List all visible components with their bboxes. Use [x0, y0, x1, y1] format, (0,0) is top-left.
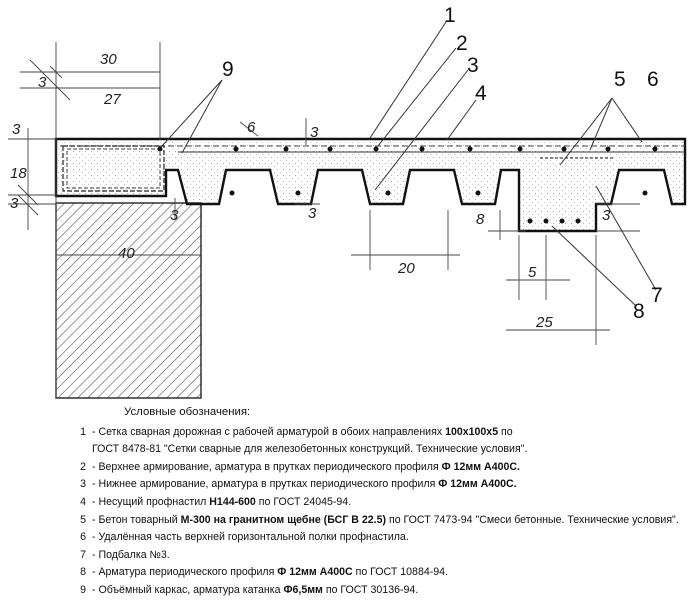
legend-item-number: 1 [80, 425, 86, 438]
legend-item-text: по ГОСТ 10884-94. [352, 566, 448, 579]
legend-item-text: по ГОСТ 7473-94 "Смеси бетонные. Техниче… [386, 513, 679, 526]
dim-18: 18 [10, 165, 27, 182]
legend-item-text: 100х100х5 [445, 425, 499, 438]
callout-8: 8 [633, 300, 645, 323]
legend-item-number: 9 [80, 583, 86, 596]
legend-item-number: 5 [80, 513, 86, 526]
legend-items: 1 - Сетка сварная дорожная с рабочей арма… [60, 424, 690, 600]
legend-item-text: - Подбалка №3. [92, 548, 170, 561]
legend-item-text: - Сетка сварная дорожная с рабочей армат… [92, 425, 446, 438]
callout-5: 5 [614, 68, 626, 91]
dim-5: 5 [528, 264, 537, 281]
callout-6: 6 [647, 68, 659, 91]
dim-25: 25 [535, 314, 553, 331]
support-wall [55, 202, 202, 399]
bottom-rebar [229, 190, 648, 224]
dim-3-mesh: 3 [310, 124, 319, 141]
dim-3-beam: 3 [602, 207, 611, 224]
dim-30: 30 [100, 51, 117, 68]
legend-item-text: Н144-600 [209, 495, 256, 508]
legend-item-text: по ГОСТ 24045-94. [255, 495, 352, 508]
legend-item-text: по ГОСТ 30136-94. [322, 583, 419, 596]
legend: Условные обозначения: 1 - Сетка сварная д… [60, 404, 690, 600]
dim-3-slab: 3 [12, 121, 21, 138]
legend-item: 4 - Несущий профнастил Н144-600 по ГОСТ 2… [60, 494, 690, 512]
legend-item-text: - Арматура периодического профиля [92, 566, 278, 579]
legend-item-number: 6 [80, 531, 86, 544]
callout-9: 9 [222, 58, 234, 81]
legend-item-text: - Несущий профнастил [92, 495, 210, 508]
legend-item-text: - Бетон товарный [92, 513, 181, 526]
dim-40: 40 [118, 245, 135, 262]
legend-item-text: Ф 12мм А400С [277, 566, 353, 579]
legend-item-number: 3 [80, 478, 86, 491]
legend-item: 7 - Подбалка №3. [60, 547, 690, 565]
legend-item-text: - Верхнее армирование, арматура в прутка… [92, 460, 442, 473]
legend-item-number: 8 [80, 566, 86, 579]
legend-item: 3 - Нижнее армирование, арматура в прутка… [60, 476, 690, 494]
callout-7: 7 [651, 284, 663, 307]
legend-item-text: Ф6,5мм [283, 583, 323, 596]
dim-3-left: 3 [10, 195, 19, 212]
callout-4: 4 [475, 82, 487, 105]
legend-title: Условные обозначения: [124, 406, 251, 418]
legend-item: ГОСТ 8478-81 "Сетки сварные для железобе… [60, 441, 690, 459]
leader-lines [161, 21, 657, 306]
legend-item: 1 - Сетка сварная дорожная с рабочей арма… [60, 424, 690, 442]
dimension-lines [8, 42, 640, 398]
spatial-cage [62, 145, 165, 192]
legend-item-text: Ф 12мм А400С. [441, 460, 520, 473]
legend-item: 6 - Удалённая часть верхней горизонтально… [60, 529, 690, 547]
legend-item: 9 - Объёмный каркас, арматура катанка Ф6,… [60, 582, 690, 600]
top-rebar [157, 146, 658, 152]
legend-item-text: - Объёмный каркас, арматура катанка [92, 583, 284, 596]
legend-item-number: 7 [80, 548, 86, 561]
slab-section-drawing: 30 3 27 18 3 3 6 3 3 3 40 8 3 20 5 25 1 … [8, 4, 687, 399]
legend-item: 5 - Бетон товарный М-300 на гранитном щеб… [60, 512, 690, 530]
dim-20: 20 [397, 260, 415, 277]
callout-2: 2 [456, 32, 468, 55]
concrete-slab [54, 137, 687, 233]
dim-6: 6 [247, 119, 256, 136]
callout-1: 1 [444, 4, 456, 27]
legend-item-text: - Удалённая часть верхней горизонтальной… [92, 531, 409, 544]
legend-item-text: - Нижнее армирование, арматура в прутках… [92, 478, 439, 491]
dim-3-wall: 3 [170, 207, 179, 224]
dim-8: 8 [476, 211, 485, 228]
dim-27: 27 [103, 91, 121, 108]
callout-3: 3 [467, 54, 479, 77]
dim-3-top: 3 [38, 74, 47, 91]
legend-item-text: Ф 12мм А400С. [438, 478, 517, 491]
legend-item-number: 2 [80, 460, 86, 473]
legend-item-text: по [498, 425, 513, 438]
legend-item: 8 - Арматура периодического профиля Ф 12м… [60, 564, 690, 582]
legend-item-text: М-300 на гранитном щебне (БСГ В 22.5) [180, 513, 387, 526]
legend-item-text: ГОСТ 8478-81 "Сетки сварные для железобе… [92, 443, 528, 456]
legend-item: 2 - Верхнее армирование, арматура в прутк… [60, 459, 690, 477]
legend-item-number: 4 [80, 495, 86, 508]
dim-3-deck: 3 [308, 205, 317, 222]
